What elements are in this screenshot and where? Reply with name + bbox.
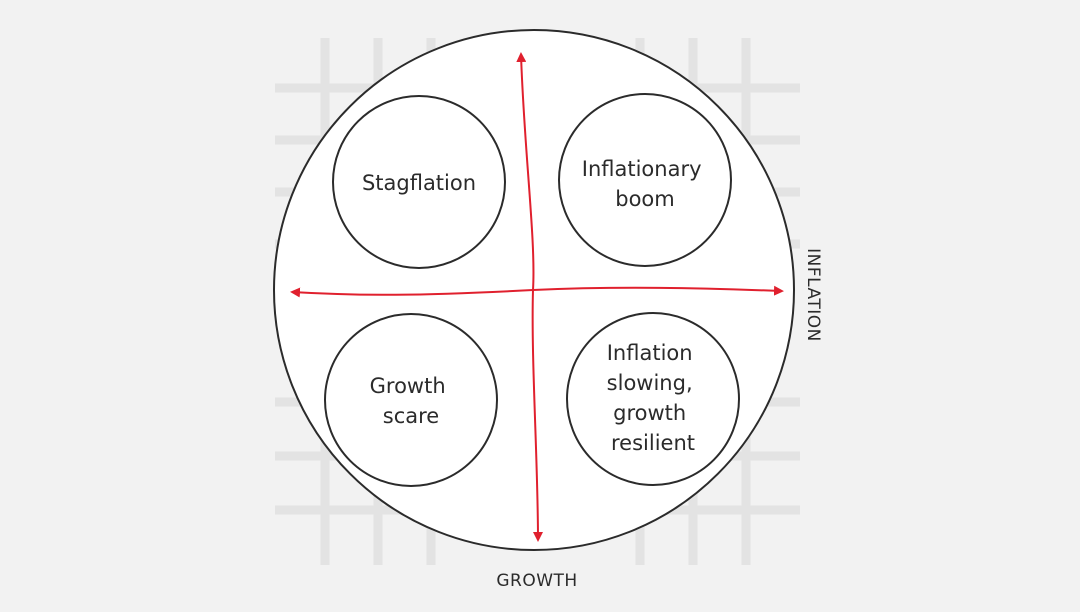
quadrant-label-growth-scare: Growth scare [370, 374, 453, 428]
quadrant-circle-inflationary-boom [558, 93, 732, 267]
label-line: scare [383, 404, 439, 428]
label-line: boom [615, 187, 674, 211]
quadrant-circle-growth-scare [324, 313, 498, 487]
quadrant-circle-stagflation [332, 95, 506, 269]
quadrant-label-inflationary-boom: Inflationary boom [582, 157, 708, 211]
label-line: Growth [370, 374, 446, 398]
quadrant-label-inflation-slowing: Inflation slowing, growth resilient [607, 341, 700, 455]
label-line: growth [613, 401, 686, 425]
quadrant-label-stagflation: Stagflation [362, 171, 476, 195]
axis-label-growth: GROWTH [496, 571, 577, 591]
label-line: Inflation [607, 341, 693, 365]
label-line: slowing, [607, 371, 693, 395]
label-line: Inflationary [582, 157, 702, 181]
horizontal-axis-arrow [290, 285, 784, 298]
label-line: resilient [611, 431, 695, 455]
label-line: Stagflation [362, 171, 476, 195]
axis-label-inflation: INFLATION [803, 248, 823, 342]
quadrant-circle-inflation-slowing [566, 312, 740, 486]
